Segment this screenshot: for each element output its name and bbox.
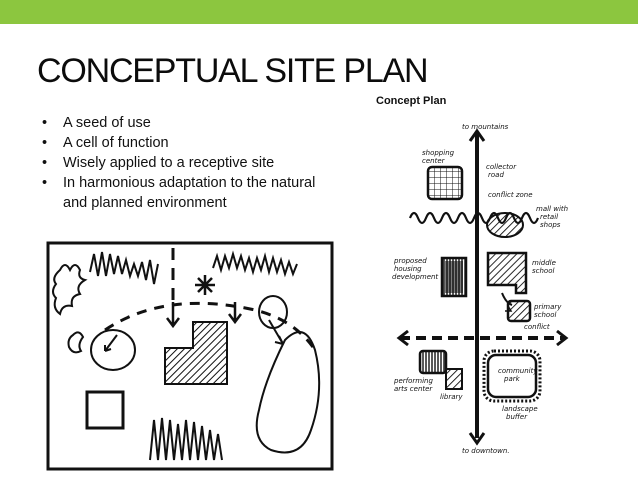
slide-title: CONCEPTUAL SITE PLAN xyxy=(37,52,429,90)
label-mall: retail xyxy=(540,213,558,221)
label-proposed-housing: housing xyxy=(394,265,422,273)
label-conflict: conflict xyxy=(524,323,550,331)
site-boundary xyxy=(46,241,334,471)
label-conflict-zone: conflict zone xyxy=(488,191,533,199)
hatched-building xyxy=(164,321,228,385)
bullet-item: In harmonious adaptation to the natural … xyxy=(40,173,330,213)
asterisk-mark xyxy=(195,275,215,295)
label-landscape-buffer: buffer xyxy=(506,413,528,421)
label-middle-school: middle xyxy=(532,259,556,267)
concept-plan-diagram: to mountains shopping center collector r… xyxy=(392,123,569,455)
label-to-mountains: to mountains xyxy=(462,123,509,131)
label-collector-road: road xyxy=(488,171,504,179)
label-collector-road: collector xyxy=(486,163,517,171)
label-to-downtown: to downtown. xyxy=(462,447,510,455)
mall-block xyxy=(486,212,524,238)
top-accent-bar xyxy=(0,0,638,24)
performing-arts-block xyxy=(418,349,448,375)
label-performing-arts: performing xyxy=(393,377,433,385)
label-community-park: community xyxy=(498,367,538,375)
label-performing-arts: arts center xyxy=(394,385,433,393)
tree-cluster xyxy=(52,264,88,354)
site-sketch xyxy=(46,241,334,471)
label-shopping-center: center xyxy=(422,157,446,165)
square-structure xyxy=(85,390,125,430)
vegetation-zigzag xyxy=(149,417,223,461)
label-shopping-center: shopping xyxy=(422,149,455,157)
bullet-item: A seed of use xyxy=(40,113,330,133)
shopping-center-block xyxy=(426,165,464,201)
landscape-shape xyxy=(255,331,321,454)
community-park-block xyxy=(486,353,538,399)
label-middle-school: school xyxy=(532,267,554,275)
dashed-arc xyxy=(104,301,317,351)
label-mall: shops xyxy=(540,221,561,229)
label-library: library xyxy=(440,393,463,401)
label-mall: mall with xyxy=(536,205,568,213)
concept-plan-title: Concept Plan xyxy=(376,95,447,107)
label-community-park: park xyxy=(503,375,521,383)
bullet-item: Wisely applied to a receptive site xyxy=(40,153,330,173)
vegetation-zigzag xyxy=(212,250,298,278)
activity-circle xyxy=(90,329,136,371)
label-primary-school: primary xyxy=(533,303,562,311)
bullet-list: A seed of use A cell of function Wisely … xyxy=(40,113,330,213)
vegetation-zigzag xyxy=(89,251,159,285)
label-landscape-buffer: landscape xyxy=(502,405,538,413)
middle-school-block xyxy=(486,251,528,295)
label-proposed-housing: proposed xyxy=(393,257,427,265)
label-proposed-housing: development xyxy=(392,273,438,281)
bullet-item: A cell of function xyxy=(40,133,330,153)
label-primary-school: school xyxy=(534,311,556,319)
